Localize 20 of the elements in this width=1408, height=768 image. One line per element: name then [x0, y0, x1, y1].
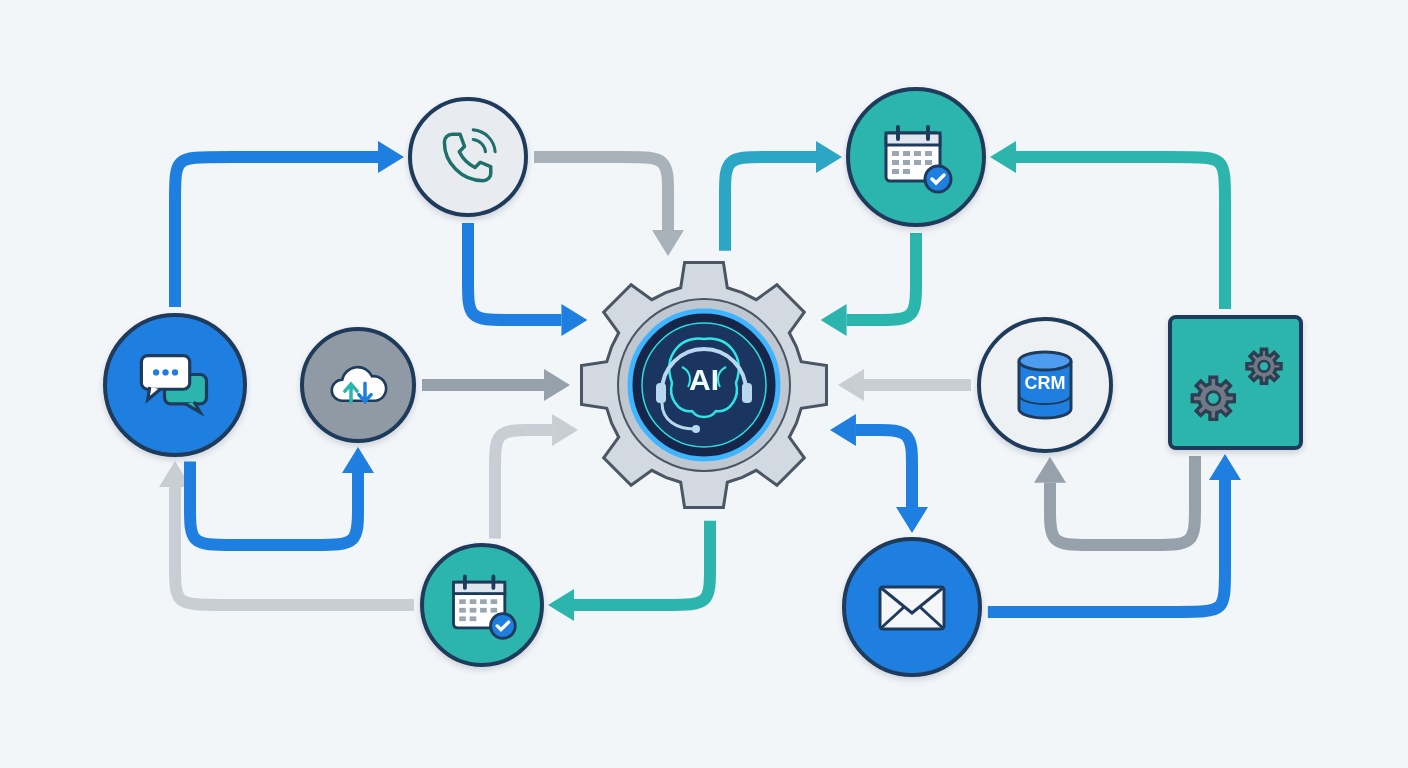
arrow — [838, 369, 971, 401]
arrow — [462, 223, 588, 336]
settings-square — [1168, 315, 1303, 450]
arrow — [829, 414, 928, 533]
arrow — [548, 520, 716, 621]
arrow — [987, 454, 1241, 618]
arrow — [719, 141, 842, 251]
phone-circle — [408, 97, 528, 217]
crm-label: CRM — [1024, 373, 1066, 394]
arrow — [184, 447, 374, 551]
arrow — [169, 141, 404, 307]
ai-label: AI — [689, 363, 719, 397]
cloud-circle — [300, 327, 416, 443]
arrow — [820, 233, 922, 336]
arrow — [534, 151, 684, 257]
arrow — [489, 414, 579, 539]
arrow — [1034, 456, 1201, 551]
arrow — [990, 141, 1231, 309]
arrow — [422, 369, 570, 401]
arrow — [159, 461, 414, 611]
